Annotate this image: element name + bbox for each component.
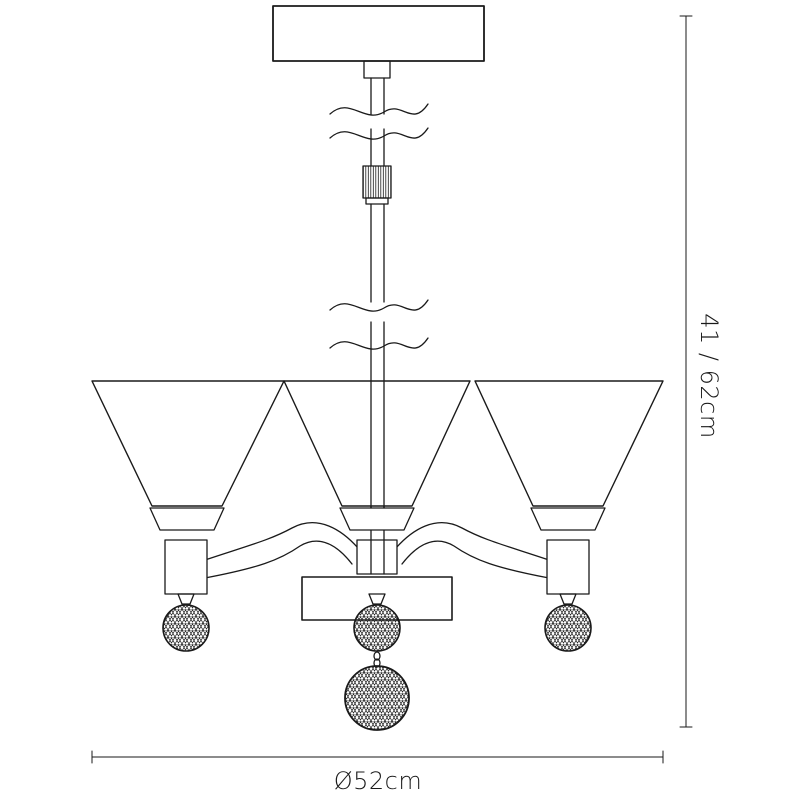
canopy-neck <box>363 60 391 79</box>
crystal-right <box>544 604 592 652</box>
height-dimension-line <box>679 15 693 728</box>
lamp-holder-right <box>546 539 590 595</box>
break-mark-upper <box>329 103 429 116</box>
shade-right <box>474 380 664 531</box>
cup-left <box>177 593 195 605</box>
shade-center <box>283 380 471 531</box>
arms <box>204 522 550 579</box>
shade-left <box>91 380 285 531</box>
diameter-dimension-label: Ø52cm <box>333 767 423 795</box>
break-mark-upper-2 <box>329 127 429 140</box>
chain-links <box>373 651 381 668</box>
ceiling-canopy <box>272 5 485 62</box>
lamp-holder-left <box>164 539 208 595</box>
crystal-left <box>162 604 210 652</box>
cup-center <box>368 593 386 605</box>
rod-upper <box>370 77 385 167</box>
width-dimension-line <box>91 750 664 764</box>
knurled-adjuster <box>362 165 392 199</box>
break-mark-lower-2 <box>329 337 429 350</box>
lamp-holder-center <box>356 539 398 575</box>
crystal-bottom <box>344 665 410 731</box>
height-dimension-label: 41 / 62cm <box>695 313 723 439</box>
crystal-center <box>353 604 401 652</box>
break-mark-lower <box>329 299 429 312</box>
cup-right <box>559 593 577 605</box>
